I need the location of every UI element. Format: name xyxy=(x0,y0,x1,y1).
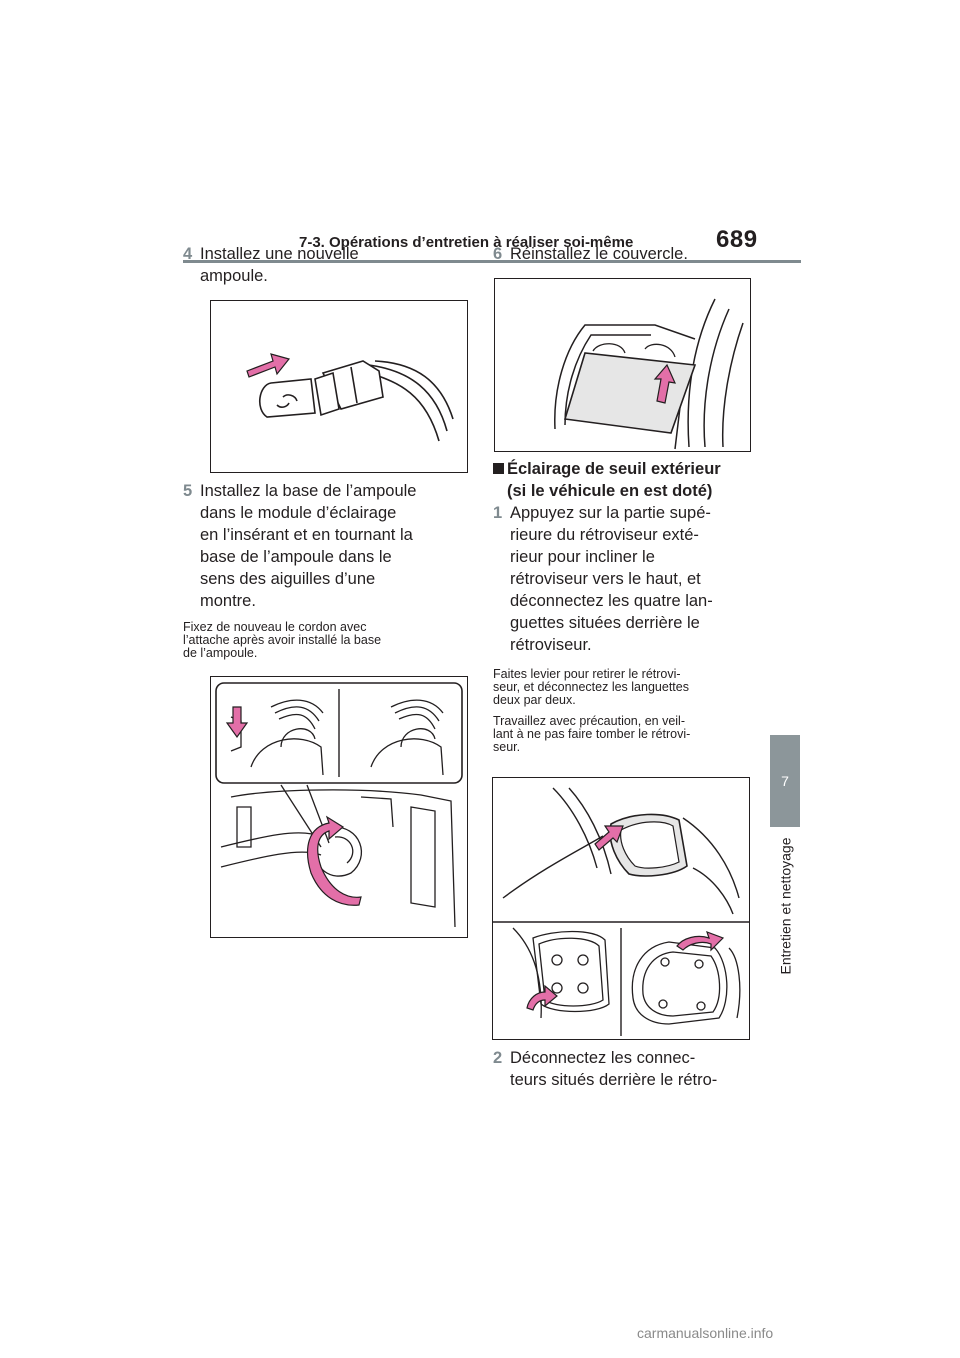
step-number: 5 xyxy=(183,482,193,500)
step-2: 2 Déconnectez les connec- teurs situés d… xyxy=(493,1047,763,1091)
step-text-line: en l’insérant et en tournant la xyxy=(200,526,413,544)
note-step-5: Fixez de nouveau le cordon avec l’attach… xyxy=(183,621,468,660)
step-text-line: rieur pour incliner le xyxy=(510,548,655,566)
header-rule xyxy=(183,260,801,263)
step-text-line: Réinstallez le couvercle. xyxy=(510,245,688,263)
note-line: seur, et déconnectez les languettes xyxy=(493,680,689,694)
step-text-line: rétroviseur vers le haut, et xyxy=(510,570,701,588)
section-title: 7-3. Opérations d’entretien à réaliser s… xyxy=(299,234,634,251)
step-text-line: ampoule. xyxy=(200,267,268,285)
push-arrow-icon xyxy=(653,363,677,404)
step-text-line: Appuyez sur la partie supé- xyxy=(510,504,711,522)
section-heading: Éclairage de seuil extérieur (si le véhi… xyxy=(493,458,763,502)
step-4: 4 Installez une nouvelle ampoule. xyxy=(183,243,468,289)
step-5: 5 Installez la base de l’ampoule dans le… xyxy=(183,480,468,612)
step-text-line: Installez une nouvelle xyxy=(200,245,359,263)
rotate-arrow-icon xyxy=(676,930,725,952)
step-text-line: base de l’ampoule dans le xyxy=(200,548,392,566)
step-text-line: rieure du rétroviseur exté- xyxy=(510,526,699,544)
heading-line: Éclairage de seuil extérieur xyxy=(507,460,721,478)
note-line: lant à ne pas faire tomber le rétrovi- xyxy=(493,727,691,741)
step-number: 2 xyxy=(493,1049,503,1067)
note-step-1-a: Faites levier pour retirer le rétrovi- s… xyxy=(493,668,763,707)
note-line: Faites levier pour retirer le rétrovi- xyxy=(493,667,681,681)
bulb-figure xyxy=(210,300,468,473)
heading-line: (si le véhicule en est doté) xyxy=(507,482,713,500)
step-number: 4 xyxy=(183,245,193,263)
bullet-square xyxy=(493,463,504,474)
chapter-title: Entretien et nettoyage xyxy=(777,837,793,975)
step-text-line: déconnectez les quatre lan- xyxy=(510,592,713,610)
step-6: 6 Réinstallez le couvercle. xyxy=(493,243,753,265)
rotate-arrow-icon xyxy=(526,984,558,1011)
push-arrow-icon xyxy=(225,706,249,739)
step-number: 6 xyxy=(493,245,503,263)
rotate-arrow-icon xyxy=(307,815,362,906)
chapter-tab: 7 xyxy=(770,735,800,827)
step-text-line: Installez la base de l’ampoule xyxy=(200,482,417,500)
push-arrow-icon xyxy=(594,825,624,851)
push-arrow-icon xyxy=(246,353,291,378)
chapter-side-label: Entretien et nettoyage xyxy=(770,836,800,976)
step-text-line: teurs situés derrière le rétro- xyxy=(510,1071,718,1089)
step-number: 1 xyxy=(493,504,503,522)
watermark: carmanualsonline.info xyxy=(637,1325,774,1341)
note-line: Travaillez avec précaution, en veil- xyxy=(493,714,685,728)
note-line: seur. xyxy=(493,740,521,754)
mirror-figure xyxy=(492,777,750,1040)
note-line: deux par deux. xyxy=(493,693,576,707)
step-text-line: guettes situées derrière le xyxy=(510,614,700,632)
note-line: Fixez de nouveau le cordon avec xyxy=(183,620,367,634)
step-text-line: rétroviseur. xyxy=(510,636,592,654)
step-text-line: Déconnectez les connec- xyxy=(510,1049,696,1067)
step-1: 1 Appuyez sur la partie supé- rieure du … xyxy=(493,502,763,656)
chapter-number: 7 xyxy=(781,773,789,789)
page-number: 689 xyxy=(716,226,758,253)
note-line: de l’ampoule. xyxy=(183,646,258,660)
step-text-line: sens des aiguilles d’une xyxy=(200,570,376,588)
cover-figure xyxy=(494,278,751,452)
note-step-1-b: Travaillez avec précaution, en veil- lan… xyxy=(493,715,763,754)
note-line: l’attache après avoir installé la base xyxy=(183,633,382,647)
socket-figure xyxy=(210,676,468,938)
step-text-line: montre. xyxy=(200,592,256,610)
step-text-line: dans le module d’éclairage xyxy=(200,504,397,522)
